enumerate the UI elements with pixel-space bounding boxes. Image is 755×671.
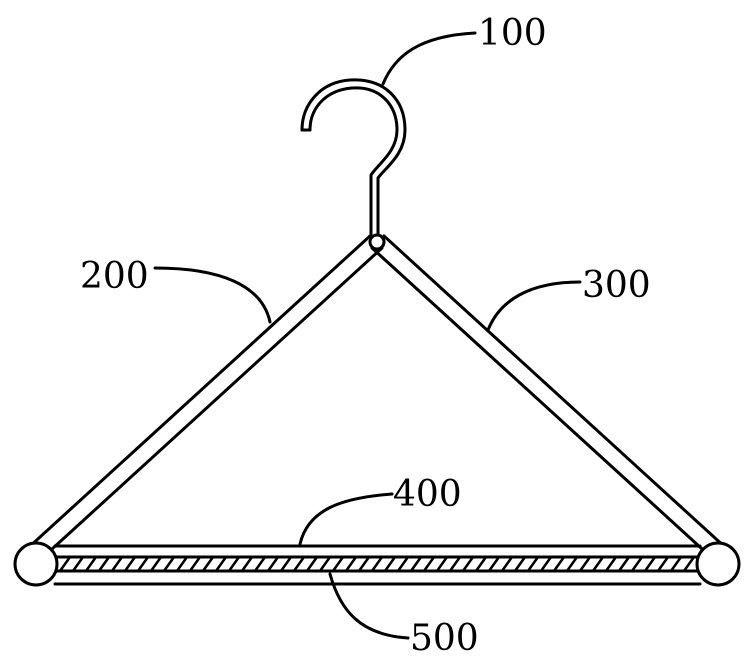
hatch-line	[474, 556, 488, 572]
hatch-line	[318, 556, 332, 572]
hatch-line	[253, 556, 267, 572]
hatch-line	[448, 556, 462, 572]
hatch-line	[539, 556, 553, 572]
hatch-line	[240, 556, 254, 572]
hatch-line	[175, 556, 189, 572]
right-arm	[370, 234, 728, 560]
hatch-line	[279, 556, 293, 572]
hatch-line	[292, 556, 306, 572]
hatch-line	[526, 556, 540, 572]
hatch-line	[461, 556, 475, 572]
hatch-line	[656, 556, 670, 572]
leader-line-100	[381, 31, 477, 86]
hatch-line	[591, 556, 605, 572]
hatch-line	[669, 556, 683, 572]
hatch-line	[383, 556, 397, 572]
hatch-line	[487, 556, 501, 572]
leader-line-400	[298, 492, 394, 546]
hatch-line	[604, 556, 618, 572]
hatch-line	[227, 556, 241, 572]
left-end-cap	[13, 541, 59, 587]
leader-line-500	[328, 572, 410, 640]
bar-hatching	[58, 556, 696, 572]
hatch-line	[682, 556, 696, 572]
hatch-line	[344, 556, 358, 572]
leader-line-200	[153, 266, 272, 324]
label-100: 100	[478, 13, 547, 54]
hatch-line	[123, 556, 137, 572]
hatch-line	[422, 556, 436, 572]
hatch-line	[201, 556, 215, 572]
label-400: 400	[393, 474, 462, 515]
left-arm	[26, 234, 384, 562]
hook-pivot	[368, 233, 386, 251]
hatch-line	[305, 556, 319, 572]
hatch-line	[513, 556, 527, 572]
hatch-line	[266, 556, 280, 572]
hatch-line	[162, 556, 176, 572]
hatch-line	[97, 556, 111, 572]
hatch-line	[331, 556, 345, 572]
label-500: 500	[410, 618, 479, 659]
hatch-line	[149, 556, 163, 572]
label-300: 300	[582, 265, 651, 306]
hatch-line	[578, 556, 592, 572]
hatch-line	[409, 556, 423, 572]
hatch-line	[357, 556, 371, 572]
leader-line-300	[486, 280, 582, 332]
hatch-line	[214, 556, 228, 572]
hatch-line	[188, 556, 202, 572]
hatch-line	[370, 556, 384, 572]
hatch-line	[552, 556, 566, 572]
hatch-line	[630, 556, 644, 572]
hatch-line	[500, 556, 514, 572]
hatch-line	[643, 556, 657, 572]
hatch-line	[110, 556, 124, 572]
hatch-line	[396, 556, 410, 572]
hatch-line	[435, 556, 449, 572]
label-200: 200	[80, 256, 149, 297]
hatch-line	[71, 556, 85, 572]
bottom-bar	[53, 544, 702, 586]
right-end-cap	[695, 541, 741, 587]
hatch-line	[617, 556, 631, 572]
hatch-line	[84, 556, 98, 572]
hatch-line	[136, 556, 150, 572]
hatch-line	[565, 556, 579, 572]
hanger-hook	[300, 78, 407, 240]
hatch-line	[58, 556, 72, 572]
